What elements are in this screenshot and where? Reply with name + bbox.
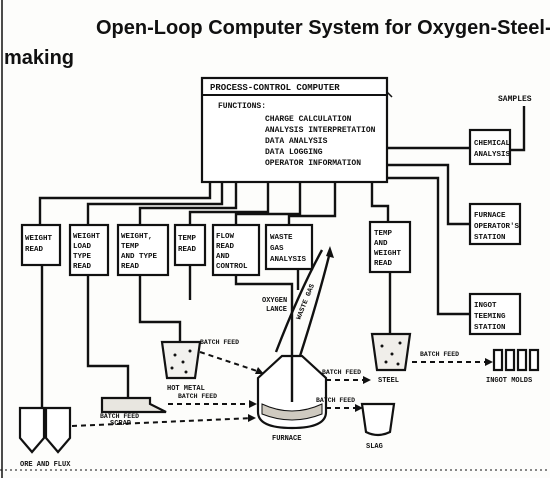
svg-text:CHEMICAL: CHEMICAL xyxy=(474,140,511,148)
svg-text:ANALYSIS: ANALYSIS xyxy=(270,256,307,264)
functions-label: FUNCTIONS: xyxy=(218,102,266,111)
svg-text:TEMP: TEMP xyxy=(178,235,197,243)
function-item: DATA LOGGING xyxy=(265,148,323,157)
ore-flux-bins: ORE AND FLUX xyxy=(18,406,71,469)
svg-text:BATCH FEED: BATCH FEED xyxy=(420,351,459,358)
function-item: OPERATOR INFORMATION xyxy=(265,159,361,168)
svg-text:FLOW: FLOW xyxy=(216,233,235,241)
title-line-2: making xyxy=(4,47,75,69)
process-control-computer: PROCESS-CONTROL COMPUTER FUNCTIONS: CHAR… xyxy=(200,76,393,184)
ingot-molds: INGOT MOLDS xyxy=(486,348,540,385)
svg-text:READ: READ xyxy=(374,260,393,268)
svg-text:TEMP: TEMP xyxy=(121,243,140,251)
svg-text:ANALYSIS: ANALYSIS xyxy=(474,151,511,159)
svg-text:FURNACE: FURNACE xyxy=(272,435,301,443)
weight-temp-type-box: WEIGHT, TEMP AND TYPE READ xyxy=(116,223,170,277)
svg-text:AND: AND xyxy=(374,240,388,248)
weight-load-type-box: WEIGHT LOAD TYPE READ xyxy=(68,223,110,277)
svg-text:WEIGHT,: WEIGHT, xyxy=(121,233,153,241)
weight-read-box: WEIGHT READ xyxy=(20,223,62,267)
svg-text:READ: READ xyxy=(216,243,235,251)
oxygen-lance-label: LANCE xyxy=(266,306,287,314)
function-item: ANALYSIS INTERPRETATION xyxy=(265,126,376,135)
chemical-analysis-box: CHEMICAL ANALYSIS xyxy=(468,128,512,166)
svg-text:TEMP: TEMP xyxy=(374,230,393,238)
svg-text:WASTE: WASTE xyxy=(270,234,293,242)
samples-label: SAMPLES xyxy=(498,95,532,104)
slag-pot: SLAG xyxy=(360,402,396,451)
steel-ladle: STEEL xyxy=(370,332,412,385)
hot-metal-ladle: HOT METAL xyxy=(160,340,205,393)
svg-text:INGOT MOLDS: INGOT MOLDS xyxy=(486,377,532,385)
waste-gas-analysis-box: WASTE GAS ANALYSIS xyxy=(264,223,314,271)
temp-weight-read-box: TEMP AND WEIGHT READ xyxy=(368,220,412,274)
svg-text:AND TYPE: AND TYPE xyxy=(121,253,158,261)
svg-text:READ: READ xyxy=(178,246,197,254)
svg-text:BATCH FEED: BATCH FEED xyxy=(316,397,355,404)
svg-text:BATCH FEED: BATCH FEED xyxy=(100,413,139,420)
ingot-teeming-box: INGOT TEEMING STATION xyxy=(468,292,522,336)
svg-text:READ: READ xyxy=(73,263,92,271)
svg-text:STATION: STATION xyxy=(474,234,506,242)
flow-read-control-box: FLOW READ AND CONTROL xyxy=(211,223,261,277)
svg-text:INGOT: INGOT xyxy=(474,302,497,310)
svg-text:WEIGHT: WEIGHT xyxy=(374,250,402,258)
svg-text:ORE AND FLUX: ORE AND FLUX xyxy=(20,461,71,469)
svg-text:LOAD: LOAD xyxy=(73,243,92,251)
svg-text:HOT METAL: HOT METAL xyxy=(167,385,205,393)
oxygen-lance-label: OXYGEN xyxy=(262,297,287,305)
svg-text:WEIGHT: WEIGHT xyxy=(25,235,53,243)
svg-text:AND: AND xyxy=(216,253,230,261)
svg-text:BATCH FEED: BATCH FEED xyxy=(178,393,217,400)
diagram-title: Open-Loop Computer System for Oxygen-Ste… xyxy=(0,16,550,69)
function-item: DATA ANALYSIS xyxy=(265,137,328,146)
svg-text:STATION: STATION xyxy=(474,324,506,332)
svg-text:STEEL: STEEL xyxy=(378,377,399,385)
svg-text:READ: READ xyxy=(25,246,44,254)
svg-text:CONTROL: CONTROL xyxy=(216,263,248,271)
furnace-operator-box: FURNACE OPERATOR'S STATION xyxy=(468,202,522,246)
svg-text:BATCH FEED: BATCH FEED xyxy=(322,369,361,376)
computer-heading: PROCESS-CONTROL COMPUTER xyxy=(210,83,340,93)
temp-read-box: TEMP READ xyxy=(173,223,207,267)
svg-text:OPERATOR'S: OPERATOR'S xyxy=(474,223,520,231)
svg-text:FURNACE: FURNACE xyxy=(474,212,506,220)
function-item: CHARGE CALCULATION xyxy=(265,115,352,124)
svg-text:TYPE: TYPE xyxy=(73,253,92,261)
svg-text:GAS: GAS xyxy=(270,245,284,253)
title-line-1: Open-Loop Computer System for Oxygen-Ste… xyxy=(96,17,550,39)
batch-feed-arrows: BATCH FEED BATCH FEED BATCH FEED BATCH F… xyxy=(71,339,493,427)
svg-text:TEEMING: TEEMING xyxy=(474,313,506,321)
svg-text:BATCH FEED: BATCH FEED xyxy=(200,339,239,346)
svg-text:READ: READ xyxy=(121,263,140,271)
svg-text:WEIGHT: WEIGHT xyxy=(73,233,101,241)
svg-text:SLAG: SLAG xyxy=(366,443,383,451)
